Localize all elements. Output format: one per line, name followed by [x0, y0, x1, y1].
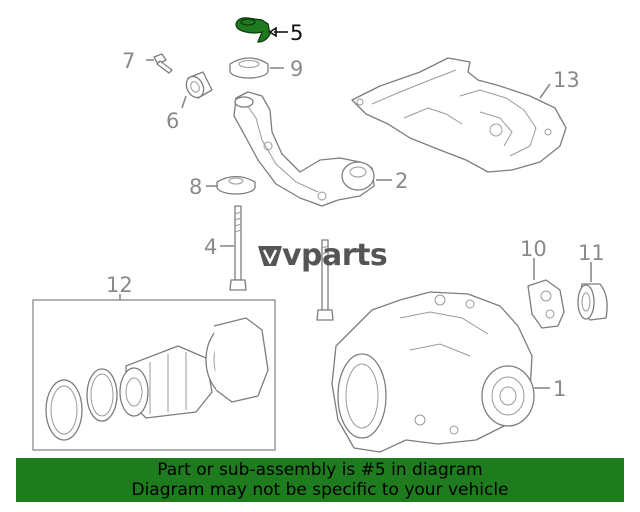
- part-12-assembly: [32, 299, 276, 451]
- callout-4: 4: [204, 235, 217, 259]
- callout-2: 2: [395, 169, 408, 193]
- notice-banner: Part or sub-assembly is #5 in diagram Di…: [16, 458, 624, 502]
- callout-5: 5: [290, 21, 303, 45]
- callout-1: 1: [553, 377, 566, 401]
- part-11-bushing: [577, 283, 608, 321]
- parts-diagram: vparts 5 7 9 6 13 2 8 4 10 11 12 1: [32, 17, 608, 453]
- callout-9: 9: [290, 57, 303, 81]
- callout-12: 12: [106, 273, 133, 297]
- callout-8: 8: [189, 175, 202, 199]
- callout-10: 10: [520, 237, 547, 261]
- part-13-cover: [351, 57, 567, 173]
- vparts-watermark: vparts: [258, 238, 388, 273]
- part-8-pad: [216, 175, 256, 195]
- leader-lines: [119, 26, 592, 389]
- callout-6: 6: [166, 109, 179, 133]
- long-bolt: [316, 239, 334, 321]
- part-4-bolt: [229, 205, 247, 291]
- part-5-highlighted: [235, 17, 271, 43]
- part-10-bracket: [527, 279, 565, 329]
- part-1-differential: [331, 291, 535, 453]
- watermark-text: vparts: [282, 238, 387, 273]
- callout-13: 13: [553, 68, 580, 92]
- banner-line-1: Part or sub-assembly is #5 in diagram: [157, 460, 483, 480]
- callout-7: 7: [122, 49, 135, 73]
- part-6-bushing: [185, 71, 213, 99]
- callout-11: 11: [578, 241, 605, 265]
- part-2-bracket: [233, 91, 375, 207]
- banner-line-2: Diagram may not be specific to your vehi…: [131, 480, 509, 500]
- part-9-pad: [229, 57, 269, 79]
- part-7-bolt: [153, 53, 173, 74]
